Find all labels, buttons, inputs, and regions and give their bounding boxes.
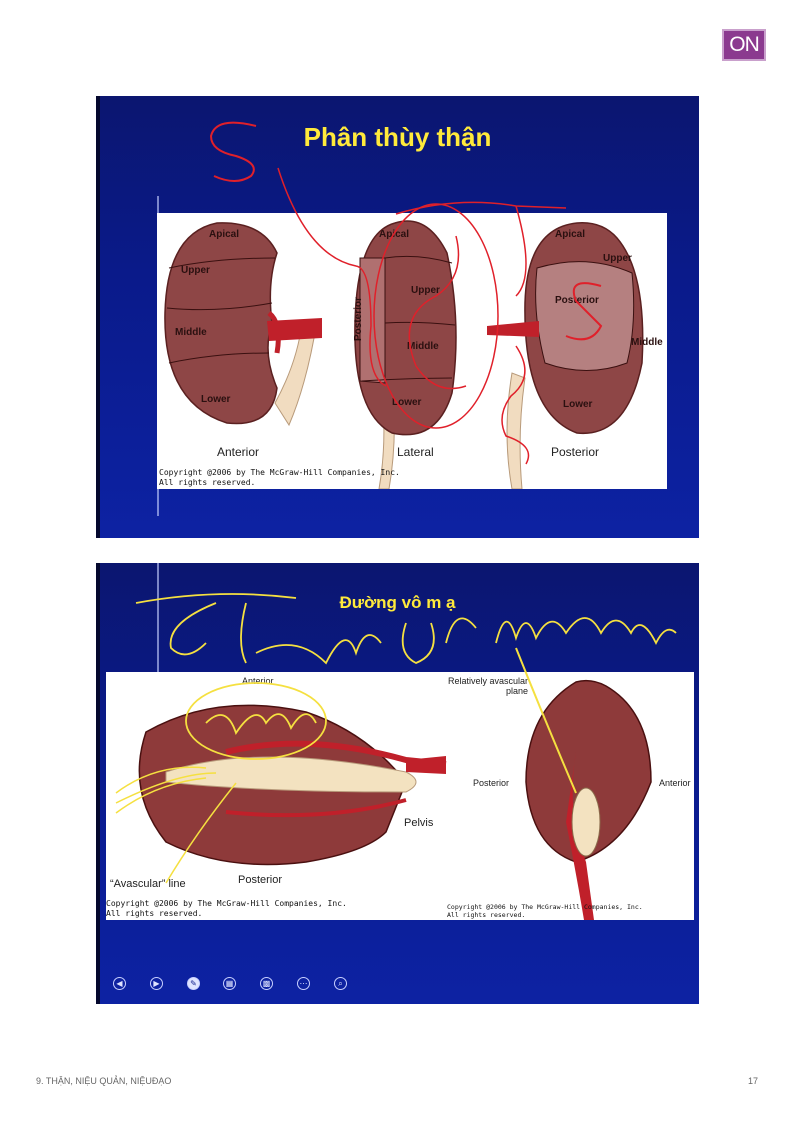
next-slide-icon[interactable]: ▶ [150, 977, 163, 990]
decorative-line [157, 563, 159, 673]
copyright-right-line2: All rights reserved. [447, 911, 526, 919]
label-middle: Middle [407, 341, 439, 352]
footer-chapter: 9. THẬN, NIỆU QUẢN, NIỆUĐẠO [36, 1076, 172, 1086]
view-anterior: Anterior [217, 445, 260, 459]
kidney-vascular-figure: Anterior Relatively avascular plane Post… [106, 672, 694, 920]
label-lower: Lower [392, 397, 422, 408]
copyright-left-line1: Copyright @2006 by The McGraw-Hill Compa… [106, 899, 347, 908]
copyright-left-line2: All rights reserved. [106, 909, 203, 918]
slide-edge [96, 563, 100, 1004]
red-annotations [209, 121, 603, 465]
label-middle: Middle [175, 327, 207, 338]
label-posterior-bottom: Posterior [238, 874, 283, 886]
slides-grid-icon[interactable]: ▦ [223, 977, 236, 990]
label-apical: Apical [555, 229, 586, 240]
label-anterior-right: Anterior [659, 778, 691, 788]
label-avascular-plane-1: Relatively avascular [448, 676, 529, 686]
view-posterior: Posterior [551, 445, 600, 459]
screen-icon[interactable]: ▩ [260, 977, 273, 990]
slide-title: Phân thùy thận [303, 122, 492, 152]
label-avascular-plane-2: plane [506, 686, 529, 696]
copyright-line1: Copyright @2006 by The McGraw-Hill Compa… [159, 468, 400, 477]
slide-title: Đường vô m ạ [339, 593, 456, 612]
label-upper: Upper [603, 253, 632, 264]
label-posterior: Posterior [555, 295, 599, 306]
slide-kidney-segments: Phân thùy thận [96, 96, 699, 538]
label-pelvis: Pelvis [404, 817, 434, 829]
label-upper: Upper [181, 265, 210, 276]
view-lateral: Lateral [397, 445, 434, 459]
pen-icon[interactable]: ✎ [187, 977, 200, 990]
copyright-right-line1: Copyright @2006 by The McGraw-Hill Compa… [447, 903, 643, 911]
zoom-icon[interactable]: ⌕ [334, 977, 347, 990]
label-anterior-top: Anterior [242, 676, 274, 686]
copyright-line2: All rights reserved. [159, 478, 256, 487]
yellow-annotations [115, 593, 677, 884]
on-badge: ON [722, 29, 766, 61]
previous-slide-icon[interactable]: ◀ [113, 977, 126, 990]
kidney-segments-figure: Apical Upper Middle Lower Apical Posteri… [157, 213, 667, 489]
label-lower: Lower [563, 399, 593, 410]
anterior-kidney [164, 222, 322, 427]
slideshow-toolbar: ◀ ▶ ✎ ▦ ▩ ⋯ ⌕ [110, 977, 360, 993]
kidney-vascular-illustration [138, 679, 652, 920]
more-icon[interactable]: ⋯ [297, 977, 310, 990]
label-upper: Upper [411, 285, 440, 296]
slide-surgical-approach: Đường vô m ạ Anterior Relatively avascul… [96, 563, 699, 1004]
footer-page-number: 17 [748, 1076, 759, 1086]
label-apical: Apical [209, 229, 240, 240]
label-posterior-left: Posterior [473, 778, 510, 788]
label-lower: Lower [201, 394, 231, 405]
posterior-kidney [487, 222, 644, 489]
label-middle: Middle [631, 337, 663, 348]
slide-edge [96, 96, 100, 538]
